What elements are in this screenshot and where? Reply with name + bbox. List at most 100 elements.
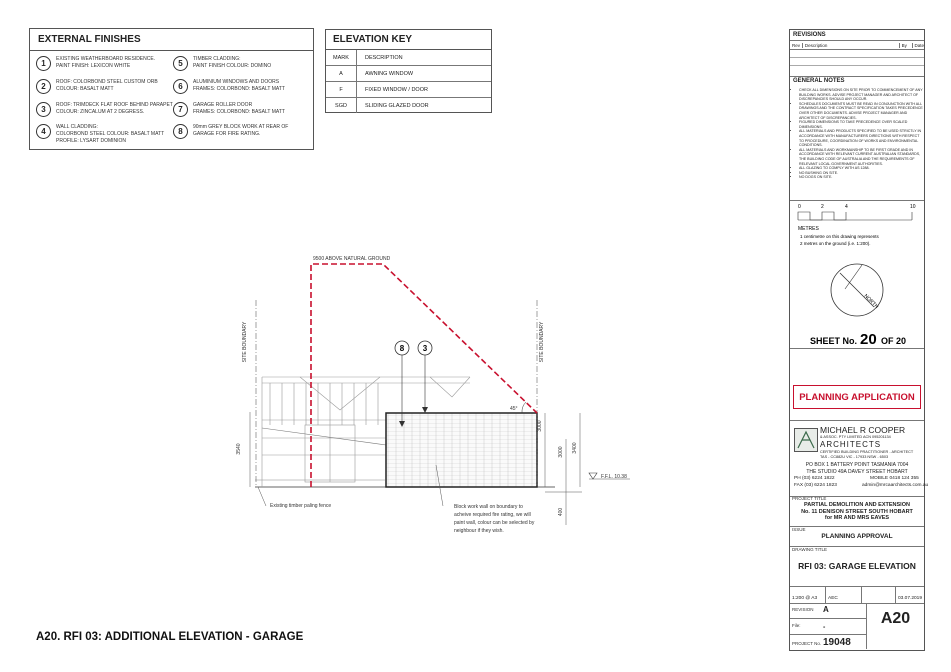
finish-number: 1 [36, 56, 51, 71]
project-title-section: PROJECT TITLE PARTIAL DEMOLITION AND EXT… [790, 495, 924, 527]
finish-text: ALUMINIUM WINDOWS AND DOORS [193, 79, 280, 85]
callout-number: 8 [400, 344, 405, 353]
fence-note: Existing timber paling fence [270, 503, 331, 509]
scale-row: 1:200 @ A3 AEC 03.07.2019 [790, 586, 924, 604]
address-line: THE STUDIO 49A DAVEY STREET HOBART [806, 469, 908, 475]
general-note: CHECK ALL DIMENSIONS ON SITE PRIOR TO CO… [799, 88, 924, 102]
title-block: REVISIONS Rev Description By Date GENERA… [789, 29, 929, 651]
drawn-by: AEC [826, 586, 862, 603]
date-value: 03.07.2019 [898, 596, 923, 601]
revisions-section: REVISIONS Rev Description By Date [790, 30, 924, 77]
key-description: AWNING WINDOW [365, 70, 414, 77]
drawing-title-label: DRAWING TITLE [792, 547, 828, 552]
finish-item: 4 WALL CLADDING:COLORBOND STEEL COLOUR: … [36, 124, 176, 145]
finish-number: 4 [36, 124, 51, 139]
company-cert: CERTIFIED BUILDING PRACTITIONER - ARCHIT… [820, 450, 914, 454]
table-row: SGD SLIDING GLAZED DOOR [326, 98, 491, 113]
finish-text: PAINT FINISH COLOUR: DOMINO [193, 63, 272, 69]
general-note: NO DOGS ON SITE. [799, 175, 924, 180]
issue-section: ISSUE PLANNING APPROVAL [790, 526, 924, 547]
general-note: ALL GLAZING TO COMPLY WITH AS 1288. [799, 166, 924, 171]
key-mark: A [326, 66, 357, 81]
finish-text: ROOF: COLORBOND STEEL CUSTOM ORB [56, 79, 158, 85]
block-note-line: acheive required fire rating, we will [454, 512, 531, 518]
description-column-header: DESCRIPTION [365, 54, 403, 61]
project-no-value: 19048 [823, 637, 851, 648]
finish-number: 7 [173, 102, 188, 117]
project-title-line: No. 11 DENISON STREET SOUTH HOBART [801, 508, 913, 515]
key-description: SLIDING GLAZED DOOR [365, 102, 429, 109]
rev-column-header: Rev [790, 42, 803, 48]
block-note-line: neighbour if they wish. [454, 528, 504, 534]
finish-text: GARAGE ROLLER DOOR [193, 102, 253, 108]
finish-text: TIMBER CLADDING: [193, 56, 241, 62]
scale-unit: METRES [798, 226, 820, 232]
revisions-heading: REVISIONS [793, 32, 826, 38]
planning-application-stamp: PLANNING APPLICATION [793, 385, 921, 409]
dimension-right: 3000 [558, 446, 564, 457]
mark-column-header: MARK [326, 50, 357, 65]
north-arrow-icon [830, 263, 884, 317]
finish-text: GARAGE FOR FIRE RATING. [193, 131, 261, 137]
scale-tick-label: 2 [821, 204, 824, 210]
project-title-line: for MR AND MRS EAVES [824, 515, 890, 521]
height-limit-label: 9500 ABOVE NATURAL GROUND [313, 256, 391, 262]
finish-item: 5 TIMBER CLADDING:PAINT FINISH COLOUR: D… [173, 56, 313, 71]
general-notes-section: GENERAL NOTES CHECK ALL DIMENSIONS ON SI… [790, 76, 924, 201]
scale-bar: 0 2 4 10 METRES 1 centimetre on this dra… [797, 204, 916, 348]
dimension-left: 3540 [236, 443, 242, 454]
ffl-marker-icon [588, 472, 598, 480]
finish-text: WALL CLADDING: [56, 124, 98, 130]
fax: FAX (03) 6224 1823 [794, 483, 837, 488]
angle-label: 45° [510, 406, 518, 412]
height-envelope-line [310, 263, 538, 487]
ffl-label: F.F.L. 10.38 [601, 474, 627, 480]
callout-number: 3 [423, 344, 428, 353]
planning-application-label: PLANNING APPLICATION [799, 391, 915, 403]
drawing-title-value: RFI 03: GARAGE ELEVATION [798, 561, 916, 571]
general-note: FIGURED DIMENSIONS TO TAKE PRECEDENCE OV… [799, 120, 924, 129]
general-note: ALL MATERIALS AND PRODUCTS SPECIFIED TO … [799, 129, 924, 147]
finish-text: EXISTING WEATHERBOARD RESIDENCE. [56, 56, 156, 62]
finish-text: ROOF: TRIMDECK FLAT ROOF BEHIND PARAPET [56, 102, 173, 108]
project-no-label: PROJECT No. [792, 641, 822, 646]
scale-note-line: 2 metres on the ground (i.e. 1:200). [800, 241, 871, 246]
block-note-line: paint wall, colour can be selected by [454, 520, 535, 526]
revision-value: A [823, 605, 829, 614]
issue-value: PLANNING APPROVAL [821, 533, 893, 540]
scale-north-section: 0 2 4 10 METRES 1 centimetre on this dra… [790, 200, 924, 349]
external-finishes-panel: EXTERNAL FINISHES 1 EXISTING WEATHERBOAR… [29, 28, 314, 150]
sheet-title: A20. RFI 03: ADDITIONAL ELEVATION - GARA… [36, 631, 304, 643]
elevation-key-panel: ELEVATION KEY MARK DESCRIPTION A AWNING … [325, 29, 492, 113]
file-label: File: [792, 623, 801, 628]
finish-item: 1 EXISTING WEATHERBOARD RESIDENCE.PAINT … [36, 56, 176, 71]
phone: PH (03) 6224 1822 [794, 476, 835, 481]
project-title-line: PARTIAL DEMOLITION AND EXTENSION [804, 502, 910, 508]
dimension-wall: 3000 [537, 420, 543, 431]
garage-elevation-drawing: SITE BOUNDARY SITE BOUNDARY 9500 ABOVE N… [236, 256, 630, 534]
finish-number: 6 [173, 79, 188, 94]
company-architects: ARCHITECTS [820, 440, 882, 449]
date-column-header: Date [914, 42, 925, 48]
site-boundary-left-label: SITE BOUNDARY [242, 321, 248, 362]
email: admin@mrcaarchitects.com.au [862, 483, 929, 488]
sheet-code: A20 [880, 610, 911, 627]
finish-text: COLOUR: BASALT MATT [56, 86, 114, 92]
finish-item: 3 ROOF: TRIMDECK FLAT ROOF BEHIND PARAPE… [36, 102, 176, 117]
scale-value: 1:200 @ A3 [790, 586, 826, 603]
block-work-wall [385, 412, 538, 488]
existing-house-outline [261, 376, 471, 487]
dimension-below: 400 [558, 508, 564, 517]
dimension-total: 3400 [572, 442, 578, 453]
sheet-number: 20 [860, 331, 877, 348]
company-reg: TAS - CC882U VIC - 17933 NSW - 6503 [820, 455, 889, 459]
revision-section: REVISION A File: - PROJECT No. 19048 [790, 603, 867, 649]
finish-number: 5 [173, 56, 188, 71]
site-boundary-right-label: SITE BOUNDARY [539, 321, 545, 362]
general-note: NO BUSHING ON SITE. [799, 171, 924, 176]
block-note-line: Block work wall on boundary to [454, 504, 523, 510]
finish-text: FRAMES: COLORBOND: BASALT MATT [193, 109, 285, 115]
north-label: NORTH [863, 293, 880, 310]
general-note: ALL MATERIALS AND WORKMANSHIP TO BE FIRS… [799, 148, 924, 166]
